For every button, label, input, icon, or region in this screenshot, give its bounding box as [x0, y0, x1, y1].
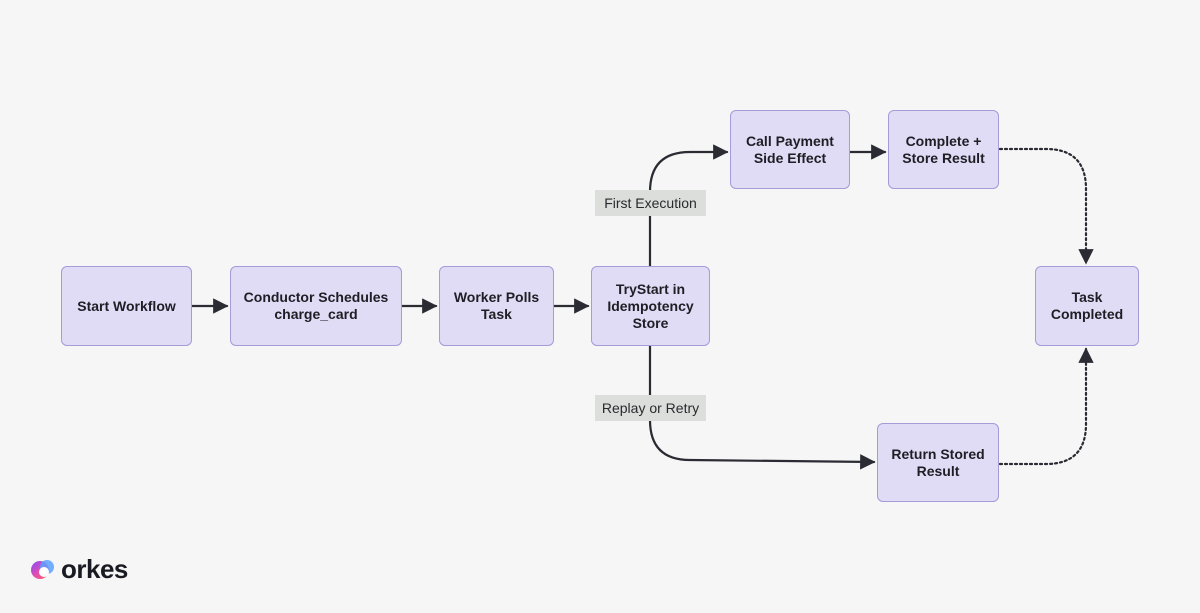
edge-complete-to-task-completed: [998, 147, 1094, 265]
node-task-completed[interactable]: Task Completed: [1035, 266, 1139, 346]
node-worker-polls-task[interactable]: Worker Polls Task: [439, 266, 554, 346]
brand-logo: orkes: [29, 554, 128, 584]
edge-return-stored-to-task-completed: [998, 347, 1094, 466]
node-return-stored-result[interactable]: Return Stored Result: [877, 423, 999, 502]
node-conductor-schedules[interactable]: Conductor Schedules charge_card: [230, 266, 402, 346]
node-call-payment[interactable]: Call Payment Side Effect: [730, 110, 850, 189]
node-trystart[interactable]: TryStart in Idempotency Store: [591, 266, 710, 346]
edge-trystart-to-return-stored: [648, 344, 876, 470]
brand-name: orkes: [61, 553, 128, 584]
orkes-logo-icon: [31, 560, 54, 579]
label-first-execution: First Execution: [595, 190, 706, 216]
node-start-workflow[interactable]: Start Workflow: [61, 266, 192, 346]
label-replay-or-retry: Replay or Retry: [595, 395, 706, 421]
node-complete-store-result[interactable]: Complete + Store Result: [888, 110, 999, 189]
